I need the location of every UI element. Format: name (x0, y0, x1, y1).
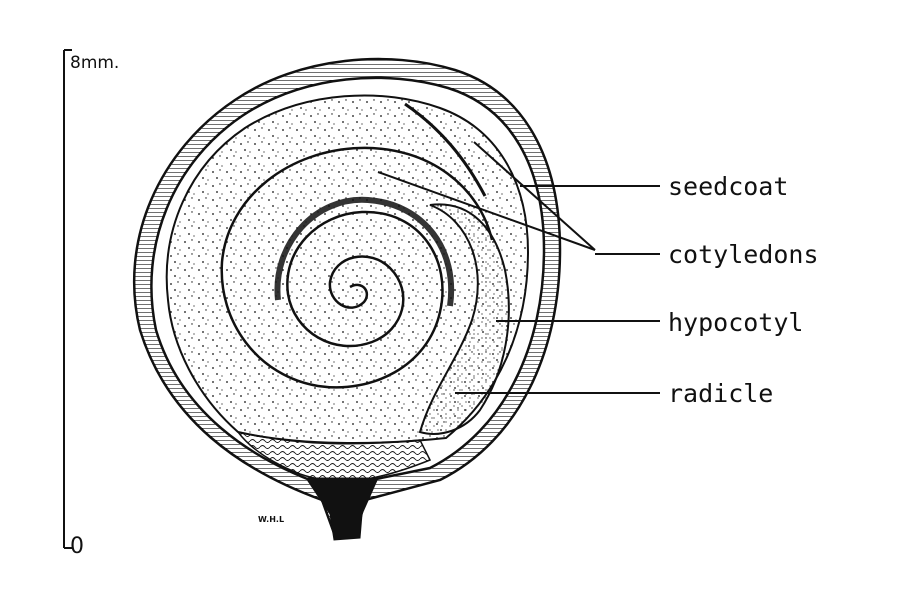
cotyledon-spiral-shadow (274, 196, 455, 307)
hilum (305, 477, 379, 541)
artist-signature: W.H.L (258, 515, 284, 524)
leader-lines (377, 141, 660, 394)
scale-bar: 8mm. 0 (63, 49, 119, 559)
scale-bottom-label: 0 (70, 534, 84, 559)
cotyledons-leader-a (377, 171, 596, 251)
hypocotyl-radicle (418, 203, 510, 435)
radicle-label: radicle (668, 379, 773, 408)
seed-drawing: W.H.L (132, 57, 562, 541)
basal-tissue (236, 430, 432, 482)
seedcoat-label: seedcoat (668, 172, 788, 201)
cotyledons-leader-b (473, 141, 596, 251)
hypocotyl-label: hypocotyl (668, 308, 803, 337)
cotyledons-label: cotyledons (668, 240, 819, 269)
scale-top-label: 8mm. (70, 53, 119, 73)
cotyledon-spiral (220, 146, 494, 389)
cotyledon-tip (404, 102, 487, 197)
